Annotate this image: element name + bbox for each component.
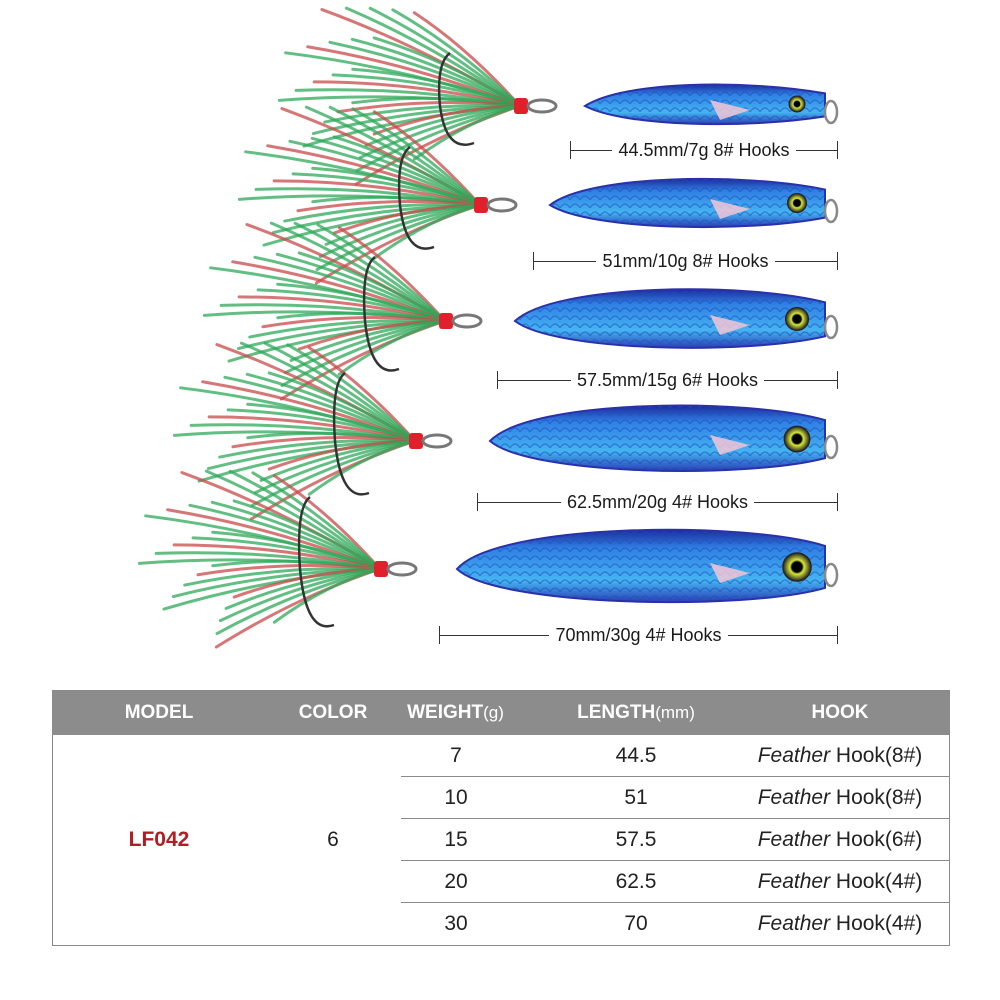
hook-cell: Feather Hook(4#) <box>757 912 923 935</box>
feather-icon <box>172 341 417 521</box>
thread-wrap <box>409 433 423 449</box>
header-hook: HOOK <box>811 702 869 723</box>
length-cell: 62.5 <box>615 870 657 893</box>
header-length-unit: (mm) <box>655 703 695 722</box>
weight-cell: 10 <box>444 786 468 809</box>
feather-icon <box>277 6 522 186</box>
table-row: 20 62.5 Feather Hook(4#) <box>401 861 949 903</box>
thread-wrap <box>474 197 488 213</box>
eye-icon <box>782 552 812 582</box>
lure-1-dimension-text: 44.5mm/7g 8# Hooks <box>612 140 796 160</box>
lure-scales <box>550 178 825 228</box>
lure-1-dimension: 44.5mm/7g 8# Hooks <box>570 137 838 163</box>
table-row: 7 44.5 Feather Hook(8#) <box>401 735 949 777</box>
weight-cell: 30 <box>444 912 468 935</box>
front-ring-icon <box>823 562 839 588</box>
weight-cell: 20 <box>444 870 468 893</box>
fin-icon <box>710 199 750 219</box>
front-ring-icon <box>823 198 839 224</box>
lure-4-dimension: 62.5mm/20g 4# Hooks <box>477 489 838 515</box>
feather-icon <box>137 469 382 649</box>
split-ring-icon <box>386 561 418 577</box>
length-cell: 44.5 <box>615 744 657 767</box>
treble-hook-icon <box>297 495 335 628</box>
weight-cell: 7 <box>450 744 462 767</box>
treble-hook-icon <box>437 51 475 146</box>
hook-cell: Feather Hook(8#) <box>757 744 923 767</box>
color-count: 6 <box>327 828 339 851</box>
header-weight-unit: (g) <box>483 703 504 722</box>
treble-hook-icon <box>362 255 400 372</box>
table-row: 30 70 Feather Hook(4#) <box>401 903 949 945</box>
table-header: MODEL COLOR WEIGHT(g) LENGTH(mm) HOOK <box>53 691 949 735</box>
fin-icon <box>710 435 750 455</box>
spec-table: MODEL COLOR WEIGHT(g) LENGTH(mm) HOOK LF… <box>52 690 950 946</box>
table-row: 15 57.5 Feather Hook(6#) <box>401 819 949 861</box>
header-weight: WEIGHT(g) <box>407 702 504 723</box>
fin-icon <box>710 100 750 120</box>
front-ring-icon <box>823 314 839 340</box>
lure-5-dimension: 70mm/30g 4# Hooks <box>439 622 838 648</box>
treble-hook-icon <box>332 371 370 496</box>
header-length: LENGTH(mm) <box>577 702 695 723</box>
lure-2-dimension: 51mm/10g 8# Hooks <box>533 248 838 274</box>
eye-icon <box>784 306 810 332</box>
length-cell: 57.5 <box>615 828 657 851</box>
front-ring-icon <box>823 99 839 125</box>
lure-2 <box>237 105 839 285</box>
split-ring-icon <box>421 433 453 449</box>
split-ring-icon <box>486 197 518 213</box>
lure-2-dimension-text: 51mm/10g 8# Hooks <box>596 251 775 271</box>
thread-wrap <box>439 313 453 329</box>
split-ring-icon <box>526 98 558 114</box>
eye-icon <box>786 192 808 214</box>
fin-icon <box>710 563 750 583</box>
hook-cell: Feather Hook(6#) <box>757 828 923 851</box>
header-model: MODEL <box>124 702 194 723</box>
treble-hook-icon <box>397 145 435 250</box>
lure-illustrations <box>137 6 839 649</box>
lure-3 <box>202 221 839 401</box>
thread-wrap <box>374 561 388 577</box>
fin-icon <box>710 315 750 335</box>
lure-4 <box>172 341 839 521</box>
split-ring-icon <box>451 313 483 329</box>
length-cell: 51 <box>624 786 648 809</box>
feather-icon <box>237 105 482 285</box>
hook-cell: Feather Hook(4#) <box>757 870 923 893</box>
thread-wrap <box>514 98 528 114</box>
lure-5-dimension-text: 70mm/30g 4# Hooks <box>549 625 728 645</box>
table-row: 10 51 Feather Hook(8#) <box>401 777 949 819</box>
feather-icon <box>202 221 447 401</box>
model-value: LF042 <box>128 828 190 851</box>
weight-cell: 15 <box>444 828 468 851</box>
lure-5 <box>137 469 839 649</box>
lure-scales <box>515 289 825 348</box>
lure-3-dimension: 57.5mm/15g 6# Hooks <box>497 367 838 393</box>
lure-scales <box>457 529 825 603</box>
header-color: COLOR <box>298 702 368 723</box>
eye-icon <box>783 425 811 453</box>
lure-scales <box>490 405 825 471</box>
hook-cell: Feather Hook(8#) <box>757 786 923 809</box>
lure-4-dimension-text: 62.5mm/20g 4# Hooks <box>560 492 755 512</box>
lure-scales <box>585 84 825 125</box>
front-ring-icon <box>823 434 839 460</box>
lure-3-dimension-text: 57.5mm/15g 6# Hooks <box>570 370 765 390</box>
length-cell: 70 <box>624 912 648 935</box>
eye-icon <box>788 95 806 113</box>
